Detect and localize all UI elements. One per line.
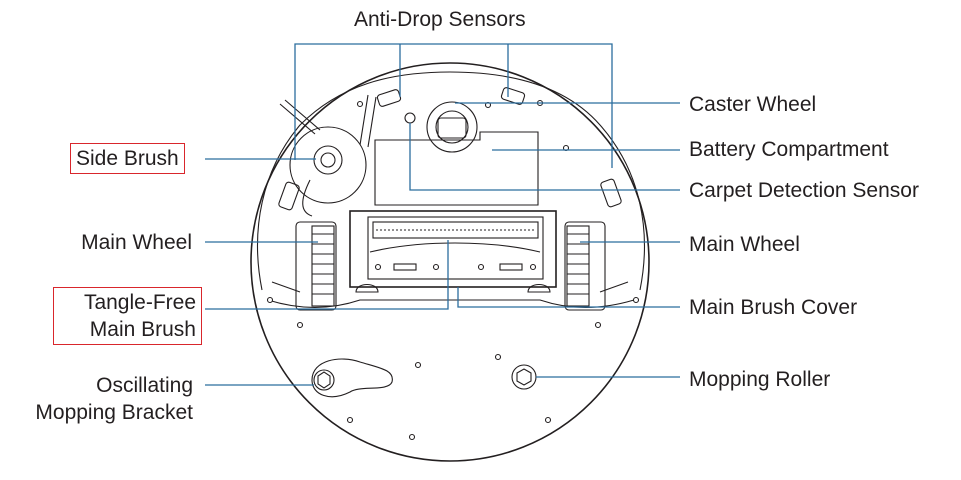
tangle-free-main-brush-label: Tangle-Free Main Brush bbox=[53, 287, 202, 345]
mopping-parts-graphic bbox=[266, 296, 640, 441]
right-main-wheel-graphic bbox=[564, 221, 606, 311]
tangle-free-line1: Tangle-Free bbox=[83, 291, 196, 314]
battery-compartment-graphic bbox=[374, 131, 539, 206]
anti-drop-sensors-label: Anti-Drop Sensors bbox=[354, 8, 526, 31]
caster-wheel-label: Caster Wheel bbox=[689, 93, 817, 116]
side-brush-graphic bbox=[279, 94, 377, 217]
tangle-free-line2: Main Brush bbox=[89, 318, 196, 341]
battery-compartment-label: Battery Compartment bbox=[689, 138, 889, 161]
main-wheel-left-label: Main Wheel bbox=[81, 231, 192, 254]
main-brush-cover-label: Main Brush Cover bbox=[689, 296, 858, 319]
oscillating-line2: Mopping Bracket bbox=[35, 401, 193, 424]
oscillating-mopping-bracket-label: Oscillating Mopping Bracket bbox=[0, 372, 193, 426]
side-brush-label: Side Brush bbox=[70, 143, 185, 174]
carpet-detection-sensor-label: Carpet Detection Sensor bbox=[689, 179, 919, 202]
left-main-wheel-graphic bbox=[295, 221, 337, 311]
main-wheel-right-label: Main Wheel bbox=[689, 233, 800, 256]
mopping-roller-label: Mopping Roller bbox=[689, 368, 831, 391]
oscillating-line1: Oscillating bbox=[96, 374, 193, 397]
callout-lines bbox=[205, 43, 680, 386]
caster-wheel-graphic bbox=[426, 101, 478, 153]
main-brush-cover-graphic bbox=[349, 210, 557, 293]
sensor-dots bbox=[278, 87, 622, 211]
